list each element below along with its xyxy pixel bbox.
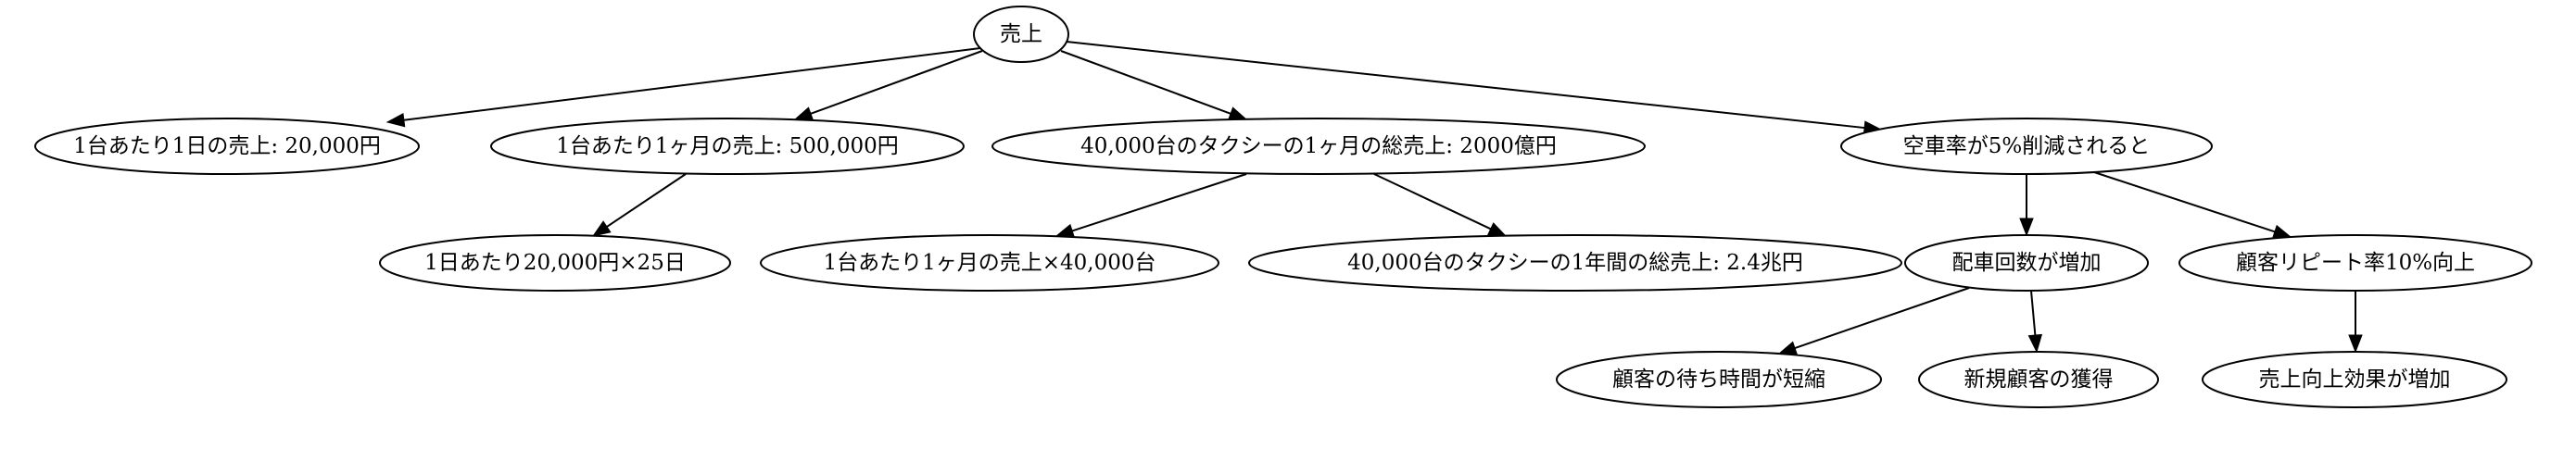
arrowhead-root-to-total_monthly xyxy=(1227,106,1248,120)
node-vacancy-reduction: 空車率が5%削減されると xyxy=(1840,118,2213,175)
arrowhead-dispatch-to-wait xyxy=(1777,341,1799,355)
node-monthly-sales-label: 1台あたり1ヶ月の売上: 500,000円 xyxy=(556,134,898,158)
arrowhead-total_monthly-to-monthly_calc xyxy=(1054,223,1075,238)
edge-total_monthly-to-monthly_calc xyxy=(1071,173,1247,232)
edge-vacancy-to-repeat xyxy=(2093,171,2276,233)
arrowhead-root-to-daily xyxy=(385,113,406,128)
node-daily-calc: 1日あたり20,000円×25日 xyxy=(379,234,731,292)
node-total-yearly-sales: 40,000台のタクシーの1年間の総売上: 2.4兆円 xyxy=(1248,234,1902,292)
node-dispatch-increase-label: 配車回数が増加 xyxy=(1952,251,2102,275)
node-monthly-calc-label: 1台あたり1ヶ月の売上×40,000台 xyxy=(823,251,1155,275)
node-vacancy-reduction-label: 空車率が5%削減されると xyxy=(1903,134,2151,158)
node-root-label: 売上 xyxy=(1000,22,1042,46)
node-total-yearly-sales-label: 40,000台のタクシーの1年間の総売上: 2.4兆円 xyxy=(1347,251,1803,275)
edge-root-to-vacancy xyxy=(1066,41,1865,130)
arrowhead-vacancy-to-dispatch xyxy=(2019,218,2034,237)
arrowhead-dispatch-to-new_customers xyxy=(2027,333,2043,354)
node-new-customers-label: 新規顧客の獲得 xyxy=(1964,368,2114,392)
edge-dispatch-to-new_customers xyxy=(2030,290,2037,336)
edge-root-to-daily xyxy=(403,47,981,121)
node-wait-time: 顧客の待ち時間が短縮 xyxy=(1556,351,1882,408)
edge-monthly-to-daily_calc xyxy=(606,173,687,228)
node-monthly-calc: 1台あたり1ヶ月の売上×40,000台 xyxy=(760,234,1219,292)
edge-root-to-total_monthly xyxy=(1060,50,1231,115)
edge-dispatch-to-wait xyxy=(1794,287,1970,350)
node-monthly-sales: 1台あたり1ヶ月の売上: 500,000円 xyxy=(490,118,965,175)
node-root: 売上 xyxy=(973,6,1069,63)
node-new-customers: 新規顧客の獲得 xyxy=(1918,351,2159,408)
arrowhead-repeat-to-sales_up xyxy=(2348,334,2363,354)
node-repeat-rate-label: 顧客リピート率10%向上 xyxy=(2236,251,2475,275)
node-daily-sales: 1台あたり1日の売上: 20,000円 xyxy=(34,118,420,175)
edge-root-to-monthly xyxy=(810,50,983,115)
node-repeat-rate: 顧客リピート率10%向上 xyxy=(2178,234,2532,292)
node-total-monthly-sales: 40,000台のタクシーの1ヶ月の総売上: 2000億円 xyxy=(991,118,1646,175)
node-dispatch-increase: 配車回数が増加 xyxy=(1904,234,2149,292)
arrowhead-vacancy-to-repeat xyxy=(2272,224,2292,239)
node-sales-improvement-label: 売上向上効果が増加 xyxy=(2259,368,2451,392)
node-total-monthly-sales-label: 40,000台のタクシーの1ヶ月の総売上: 2000億円 xyxy=(1080,134,1557,158)
arrowhead-root-to-monthly xyxy=(793,106,814,120)
arrowhead-monthly-to-daily_calc xyxy=(591,220,612,237)
arrowhead-total_monthly-to-total_yearly xyxy=(1486,222,1508,237)
node-daily-calc-label: 1日あたり20,000円×25日 xyxy=(424,251,686,275)
node-daily-sales-label: 1台あたり1日の売上: 20,000円 xyxy=(73,134,381,158)
node-wait-time-label: 顧客の待ち時間が短縮 xyxy=(1612,368,1825,392)
edge-total_monthly-to-total_yearly xyxy=(1373,173,1492,230)
edges-layer xyxy=(385,41,2363,355)
node-sales-improvement: 売上向上効果が増加 xyxy=(2202,351,2507,408)
